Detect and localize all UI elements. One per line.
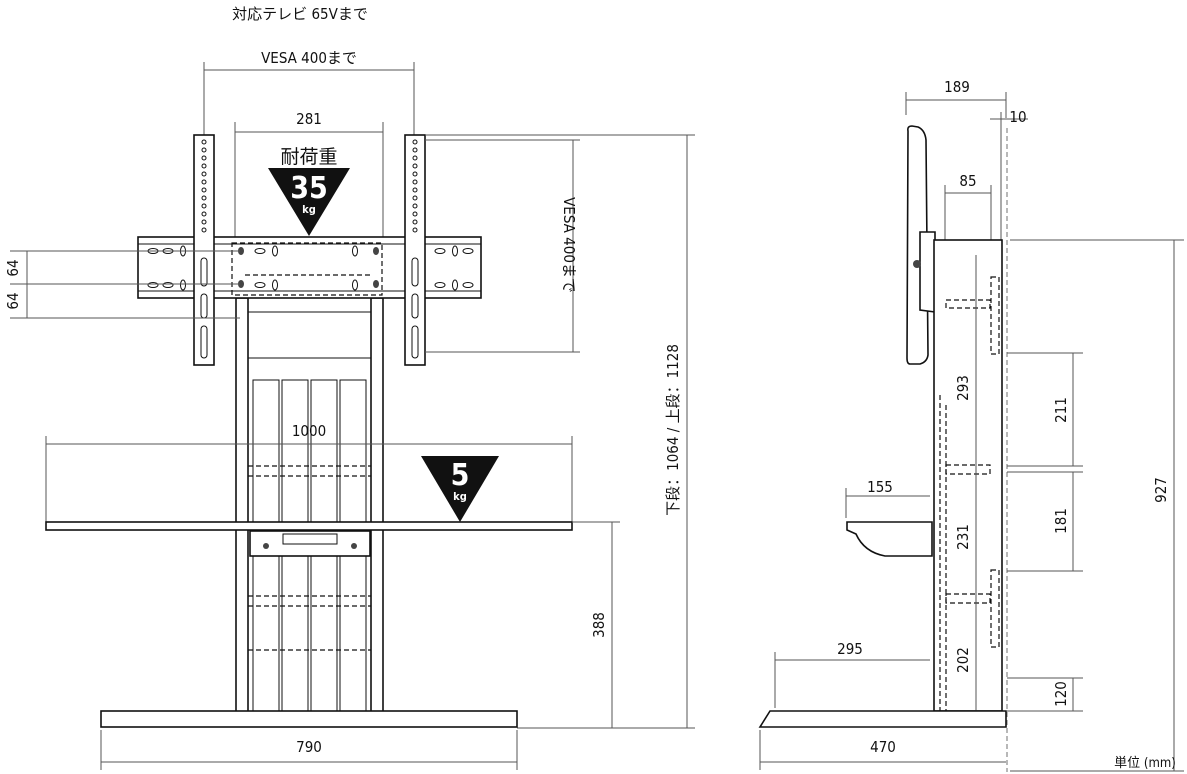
shelf-width-dimension: 1000: [45, 422, 573, 522]
tv-size-label: 対応テレビ 65Vまで: [232, 5, 368, 23]
tv-depth-dimension: 189: [905, 78, 1007, 118]
inner-upper-label: 293: [954, 375, 972, 401]
right-tv-bracket: [404, 134, 426, 366]
column-height-label: 927: [1152, 477, 1170, 503]
gap-lower-label: 120: [1052, 681, 1070, 707]
base-width-label: 790: [296, 738, 322, 756]
shelf-height-label: 388: [590, 612, 608, 638]
inner-middle-label: 231: [954, 524, 972, 550]
shelf-width-label: 1000: [292, 422, 326, 440]
base-depth-dimension: 470: [759, 730, 1006, 770]
vesa-width-dimension: VESA 400まで: [203, 49, 415, 135]
shelf-height-dimension: 388: [572, 521, 620, 728]
gap-upper-label: 211: [1052, 397, 1070, 423]
hole-span-dimension: 281: [234, 110, 384, 245]
shelf-load-unit: kg: [453, 490, 467, 503]
side-shelf: [846, 521, 933, 557]
side-view: 189 10 85 293 231 202: [758, 78, 1184, 772]
top-load-unit: kg: [302, 203, 316, 216]
shelf: [45, 521, 573, 531]
shelf-load-badge: 5 kg: [421, 456, 499, 522]
foot-depth-dimension: 295: [774, 640, 930, 708]
tilt-knob: [913, 260, 921, 268]
front-view: 対応テレビ 65Vまで VESA 400まで 281: [4, 5, 695, 770]
side-base: [758, 710, 1007, 728]
load-capacity-label: 耐荷重: [280, 146, 337, 168]
top-load-badge: 耐荷重 35 kg: [268, 146, 350, 236]
offset-label: 10: [1009, 108, 1026, 126]
pitch-lower-label: 64: [4, 292, 22, 309]
upper-crossbar: [247, 311, 372, 359]
shelf-bracket: [249, 530, 371, 557]
inner-dimensions: 293 231 202: [954, 255, 977, 711]
column-height-dimension: 927: [1010, 239, 1184, 772]
gap-middle-label: 181: [1052, 508, 1070, 534]
tilt-mechanism: [919, 231, 936, 313]
bracket-depth-label: 85: [959, 172, 976, 190]
unit-label: 単位 (mm): [1114, 755, 1176, 771]
hole-span-label: 281: [296, 110, 322, 128]
overall-height-dimension: 下段：1064 / 上段：1128: [425, 134, 695, 729]
top-load-value: 35: [290, 171, 328, 206]
pitch-upper-label: 64: [4, 259, 22, 276]
tv-depth-label: 189: [944, 78, 970, 96]
mounting-plate: [137, 236, 482, 299]
tray-depth-dimension: 155: [845, 478, 930, 518]
base-width-dimension: 790: [100, 730, 518, 770]
vesa-height-label: VESA 400まで: [560, 197, 578, 293]
left-tv-bracket: [193, 134, 215, 366]
gap-dimensions: 211 181 120: [1007, 352, 1083, 712]
left-column: [235, 297, 249, 714]
tray-depth-label: 155: [867, 478, 893, 496]
hole-pitch-dimension: 64 64: [4, 250, 240, 319]
base-depth-label: 470: [870, 738, 896, 756]
offset-dimension: 10: [990, 108, 1028, 240]
shelf-load-value: 5: [451, 458, 470, 493]
vesa-height-dimension: VESA 400まで: [425, 139, 580, 353]
base: [100, 710, 518, 728]
vesa-width-label: VESA 400まで: [261, 49, 357, 67]
side-column: [933, 239, 1003, 712]
foot-depth-label: 295: [837, 640, 863, 658]
inner-lower-label: 202: [954, 647, 972, 673]
right-column: [370, 297, 384, 714]
overall-height-label: 下段：1064 / 上段：1128: [664, 344, 682, 516]
